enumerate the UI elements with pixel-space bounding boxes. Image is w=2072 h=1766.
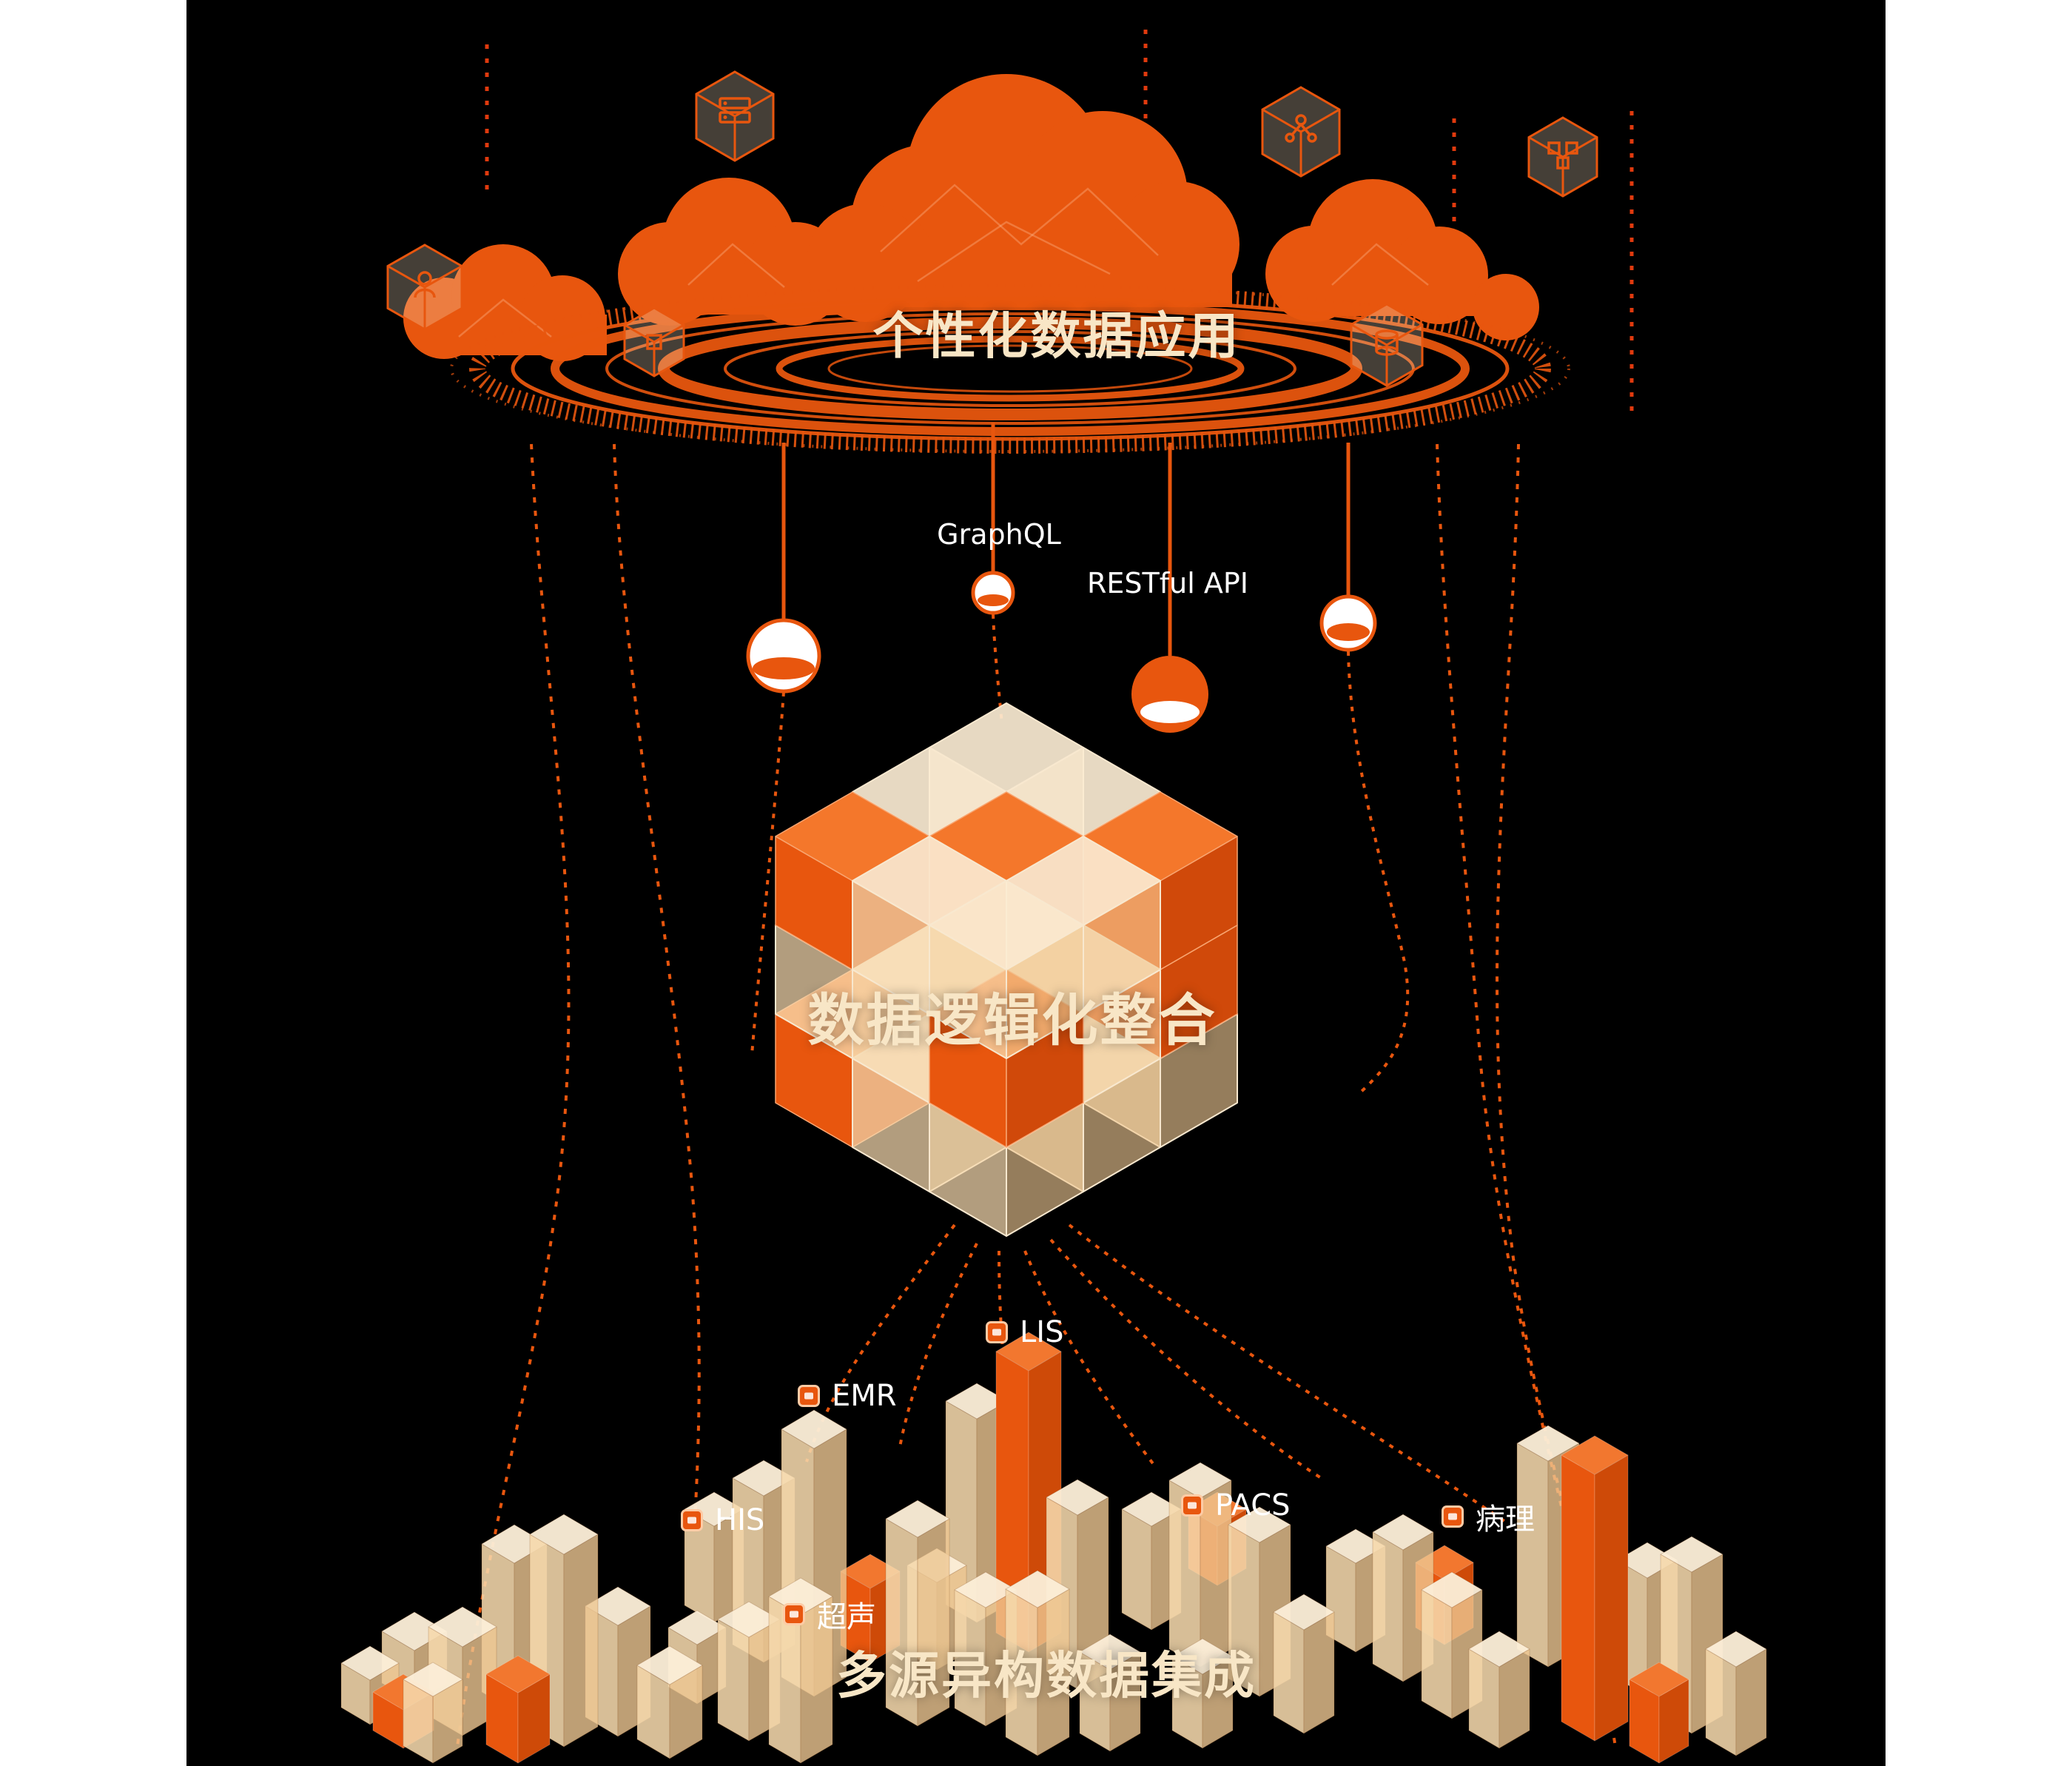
cream-block-right [563, 1534, 599, 1747]
cream-block-top [1421, 1571, 1483, 1608]
cream-block-left [1273, 1611, 1305, 1734]
orange-block-top [1561, 1435, 1629, 1475]
cream-block-top [1372, 1514, 1434, 1551]
cream-block-right [917, 1518, 950, 1727]
cream-block-right [1037, 1588, 1070, 1756]
orange-block-top [485, 1655, 551, 1693]
cloud-cluster [403, 74, 1539, 361]
pathology-bullet-core [1448, 1513, 1457, 1520]
orange-block-left [1561, 1454, 1595, 1742]
his-label: HIS [715, 1503, 765, 1537]
cream-block-top [1171, 1638, 1234, 1675]
cream-block-right [1735, 1648, 1767, 1756]
pathology-bullet-icon [1442, 1505, 1464, 1528]
cream-block-left [1705, 1648, 1737, 1756]
emr-bullet-icon [798, 1385, 820, 1407]
cream-block-left [1516, 1443, 1549, 1668]
box-icon [623, 306, 685, 377]
cream-block-top [636, 1645, 703, 1685]
floating-icon-cubes [386, 70, 1598, 387]
modules-icon [1527, 116, 1598, 198]
cream-block-top [1005, 1570, 1070, 1608]
cream-block-top [1228, 1506, 1291, 1543]
cream-block-top [1660, 1536, 1723, 1573]
emr-label-group: EMR [798, 1379, 897, 1413]
cream-block-top [885, 1500, 950, 1538]
ultrasound-bullet-icon [783, 1603, 805, 1625]
cream-block-left [1121, 1508, 1152, 1631]
cream-block-top [340, 1645, 400, 1681]
database-icon [1350, 303, 1424, 387]
pendant-ball-restful [1131, 656, 1208, 733]
ultrasound-label-group: 超声 [783, 1593, 876, 1636]
orange-block-right [517, 1673, 551, 1764]
pendant-ball-graphql [971, 571, 1015, 615]
his-bullet-core [687, 1517, 696, 1524]
his-label-group: HIS [681, 1503, 764, 1537]
data-integration-cube [775, 702, 1238, 1237]
cream-block-top [1705, 1631, 1767, 1668]
cream-block-top [1468, 1631, 1530, 1668]
pendant-ball-left [746, 618, 821, 694]
graphql-label: GraphQL [937, 518, 1061, 551]
cream-block-top [667, 1610, 727, 1645]
cream-block-left [717, 1619, 750, 1742]
emr-label: EMR [832, 1379, 897, 1413]
pacs-bullet-core [1188, 1502, 1197, 1509]
cream-block-top [1046, 1479, 1109, 1516]
cream-block-top [529, 1514, 599, 1555]
network-icon [1261, 86, 1341, 178]
lis-label-group: LIS [986, 1315, 1063, 1349]
person-icon [386, 244, 463, 331]
cream-block-left [1372, 1531, 1404, 1682]
middle-title: 数据逻辑化整合 [807, 987, 1217, 1053]
his-bullet-icon [681, 1509, 703, 1531]
pacs-label-group: PACS [1181, 1488, 1291, 1522]
cream-block-left [1421, 1589, 1453, 1719]
cream-block-top [428, 1606, 497, 1648]
orange-block-right [1594, 1454, 1629, 1742]
cream-block-top [1516, 1425, 1580, 1462]
pacs-bullet-icon [1181, 1494, 1203, 1517]
lis-label: LIS [1020, 1315, 1064, 1349]
cream-block-right [800, 1596, 833, 1764]
server-icon [695, 70, 775, 162]
orange-block-top [1629, 1662, 1689, 1697]
pacs-label: PACS [1215, 1488, 1291, 1522]
top-title: 个性化数据应用 [872, 307, 1241, 366]
lis-bullet-icon [986, 1321, 1008, 1343]
cloud-facet-lines [458, 184, 1429, 338]
cream-block-top [954, 1571, 1018, 1608]
api-pendants [746, 423, 1377, 733]
top-dotted-lines [485, 30, 1634, 414]
pendant-dashed-connectors [750, 614, 1410, 1095]
restful-api-label: RESTful API [1087, 567, 1248, 600]
emr-bullet-core [804, 1392, 813, 1400]
cube-block-top [929, 880, 1084, 970]
pendant-ball-right [1319, 594, 1377, 652]
cream-block-top [1079, 1634, 1141, 1671]
pathology-label-group: 病理 [1442, 1495, 1535, 1538]
pathology-label: 病理 [1476, 1503, 1535, 1537]
cream-block-right [1303, 1611, 1335, 1734]
cream-block-top [1273, 1594, 1335, 1631]
orange-block-top [995, 1332, 1062, 1371]
lis-bullet-core [992, 1329, 1001, 1336]
ultrasound-bullet-core [790, 1611, 798, 1618]
ultrasound-label: 超声 [817, 1600, 876, 1634]
cream-block-top [403, 1662, 463, 1697]
cream-block-top [781, 1409, 847, 1449]
bottom-title: 多源异构数据集成 [835, 1647, 1257, 1706]
